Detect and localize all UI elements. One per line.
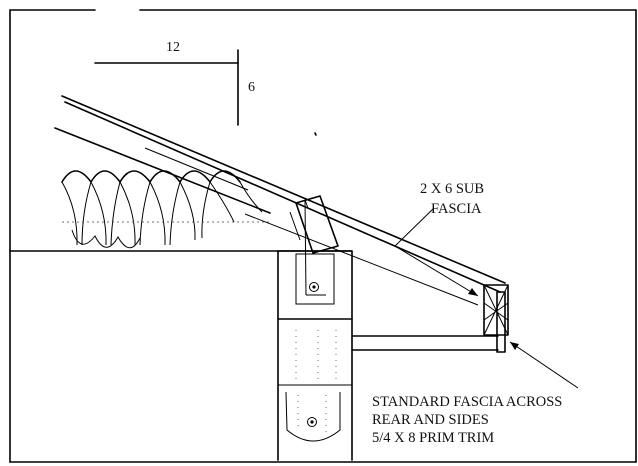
standard-fascia-callout-line-2: REAR AND SIDES	[372, 412, 489, 428]
rafter-heel-block	[289, 195, 339, 254]
drawing-frame	[9, 9, 637, 463]
sub-fascia-callout-line-2: FASCIA	[431, 201, 482, 217]
standard-fascia-callout-line-1: STANDARD FASCIA ACROSS	[372, 394, 562, 410]
pitch-rise-label: 6	[248, 80, 255, 95]
standard-fascia-leader	[509, 341, 579, 389]
standard-fascia-callout: STANDARD FASCIA ACROSS REAR AND SIDES 5/…	[372, 394, 566, 446]
sub-fascia-callout-line-1: 2 X 6 SUB	[420, 181, 484, 197]
soffit	[351, 335, 499, 351]
sub-fascia-callout: 2 X 6 SUB FASCIA	[420, 181, 488, 217]
pitch-run-label: 12	[166, 40, 180, 55]
sub-fascia-board	[483, 284, 509, 336]
roof-pitch-symbol: 12 6	[94, 40, 255, 126]
exterior-wall	[277, 318, 353, 461]
sub-fascia-leader	[394, 207, 479, 297]
batt-insulation	[61, 170, 270, 249]
standard-fascia-callout-line-3: 5/4 X 8 PRIM TRIM	[372, 430, 494, 446]
standard-fascia-board	[496, 291, 506, 353]
roof-rafter	[54, 95, 506, 306]
top-plate	[277, 199, 353, 320]
